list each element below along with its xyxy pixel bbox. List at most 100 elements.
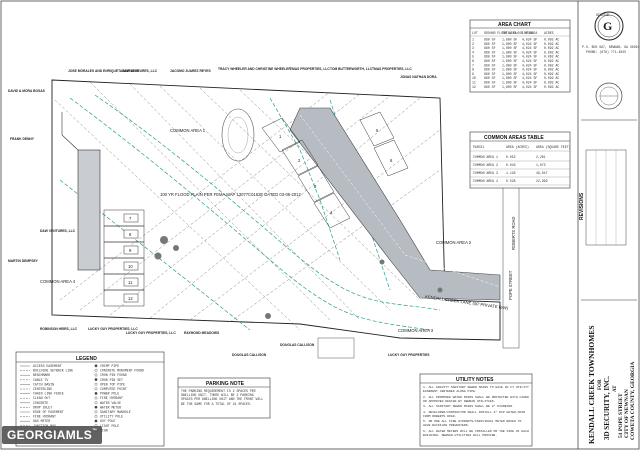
legend-item-label: WATER VALVE — [100, 401, 121, 405]
area-chart-cell: 1 — [472, 38, 474, 42]
common-areas-cell: 1,873 — [536, 163, 546, 167]
area-chart-cell: 4,024 SF — [522, 59, 537, 63]
utility-note-item: 6. ALL WATER METERS WILL BE INSTALLED ON… — [423, 428, 529, 437]
area-chart-cell: 1,800 SF — [502, 59, 517, 63]
area-chart-cell: 1,800 SF — [502, 42, 517, 46]
area-chart-cell: 860 SF — [484, 68, 496, 72]
legend-item-label: LIGHT POLE — [100, 424, 119, 428]
owner-label: DAVID & MORA BOSAS — [8, 89, 46, 93]
common-areas-cell: 1.126 — [506, 171, 516, 175]
owner-label: TOM BUTTERWORTH, LLC — [330, 67, 373, 71]
legend-symbol — [94, 368, 98, 372]
lot-number: 2 — [298, 158, 301, 163]
area-chart-cell: 860 SF — [484, 55, 496, 59]
firm-address: P.O. BOX 967, NEWNAN, GA 30264 — [582, 45, 639, 49]
legend-symbol — [94, 419, 98, 423]
utility-note-item: 4. DEVELOPER/CONTRACTOR SHALL INSTALL 2"… — [423, 409, 526, 418]
area-chart-cell: 0.092 AC — [544, 76, 559, 80]
legend-item-label: JUNCTION BOX — [33, 424, 56, 428]
legend-item-label: CRIMP PIPE — [100, 364, 119, 368]
common-area-3-label: COMMON AREA 3 — [398, 328, 434, 333]
area-chart-cell: 4,024 SF — [522, 85, 537, 89]
owner-label: RAYMOND MEADOWS — [184, 331, 220, 335]
lot-number: 8 — [129, 232, 132, 237]
area-chart-cell: 9 — [472, 72, 474, 76]
legend-item-label: COMPUTED POINT — [100, 387, 127, 391]
area-chart-cell: 12 — [472, 85, 476, 89]
area-chart-header: LOT AREA — [522, 31, 537, 35]
owner-label: ROBINSON HEIRS, LLC — [40, 327, 78, 331]
area-chart-cell: 1,800 SF — [502, 76, 517, 80]
legend-symbol — [94, 396, 98, 400]
lot-number: 4 — [330, 210, 333, 215]
utility-notes-list: 1. ALL GRAVITY SANITARY SEWER MAINS TO H… — [423, 385, 529, 437]
parking-note-box: PARKING NOTE THE PARKING REQUIREMENT IS … — [177, 377, 271, 419]
lot-number: 7 — [129, 216, 132, 221]
left-access-drive — [77, 149, 101, 271]
area-chart-cell: 1,800 SF — [502, 46, 517, 50]
project-city: CITY OF NEWNAN — [624, 389, 630, 438]
watermark-trademark: ™ — [92, 428, 98, 434]
area-chart-cell: 860 SF — [484, 72, 496, 76]
owner-label: TRACY WHEELER AND CHRISTINE WHEELER — [218, 67, 291, 71]
common-areas-cell: 0.043 — [506, 163, 516, 167]
area-chart-header: TOTAL FLOOR AREA — [502, 31, 533, 35]
owner-label: JOSE MORALES AND ENRIQUETA MORALES — [68, 69, 140, 73]
area-chart-cell: 0.092 AC — [544, 81, 559, 85]
owner-label: D&W VENTURES, LLC — [40, 229, 76, 233]
legend-symbol — [94, 405, 98, 409]
detention-pond — [221, 108, 255, 162]
area-chart-cell: 1,800 SF — [502, 63, 517, 67]
firm-phone: PHONE: (678) 771-4825 — [586, 50, 626, 54]
owner-labels-top: DAVID & MORA BOSAS JOSE MORALES AND ENRI… — [8, 67, 437, 93]
property-boundary — [51, 79, 501, 341]
project-street: 51 POPE STREET — [618, 393, 624, 438]
legend-item-label: SANITARY MANHOLE — [100, 410, 131, 414]
lots-left: 7 8 9 10 11 12 — [103, 209, 145, 307]
project-title: KENDALL CREEK TOWNHOMES — [587, 326, 596, 445]
area-chart-cell: 4,024 SF — [522, 81, 537, 85]
legend-symbol — [94, 401, 98, 404]
legend-item-label: BENCHMARK — [33, 373, 50, 377]
area-chart-cell: 10 — [472, 76, 476, 80]
revisions-label: REVISIONS — [579, 192, 585, 220]
area-chart-cell: 860 SF — [484, 63, 496, 67]
area-chart-title: AREA CHART — [498, 22, 531, 28]
common-areas-cell: 2,261 — [536, 155, 546, 159]
detention-pond-inner — [227, 116, 249, 154]
legend-item-label: ACCESS EASEMENT — [33, 364, 62, 368]
project-county: COWETA COUNTY, GEORGIA — [630, 362, 636, 440]
area-chart-cell: 1,800 SF — [502, 68, 517, 72]
area-chart-header: LOT — [472, 31, 478, 35]
legend-item-label: POWER POLE — [100, 392, 119, 396]
legend-item-label: EDGE OF PAVEMENT — [33, 410, 64, 414]
area-chart-cell: 0.092 AC — [544, 42, 559, 46]
legend-item-label: CONCRETE MONUMENT FOUND — [100, 369, 144, 373]
area-chart-header: GROUND FLOOR AREA — [484, 31, 517, 35]
area-chart-cell: 7 — [472, 63, 474, 67]
legend-item-label: CABLE TV — [33, 378, 48, 382]
owner-label: JONAS NATHAN DORA — [400, 75, 437, 79]
common-areas-cell: 0.052 — [506, 155, 516, 159]
legend-item-label: OPEN TOP PIPE — [100, 382, 125, 386]
area-chart-cell: 860 SF — [484, 42, 496, 46]
legend-symbol — [94, 364, 98, 368]
common-areas-title: COMMON AREAS TABLE — [484, 135, 544, 141]
title-block: G GENUINE P.O. BOX 967, NEWNAN, GA 30264… — [577, 1, 639, 449]
area-chart-cell: 1,800 SF — [502, 72, 517, 76]
firm-name: GENUINE — [596, 13, 609, 17]
parking-note-text: THE PARKING REQUIREMENT IS 2 SPACES PER … — [181, 389, 264, 406]
area-chart-cell: 0.092 AC — [544, 85, 559, 89]
legend-title: LEGEND — [76, 356, 97, 362]
flood-note: 100 YR FLOOD PLAIN PER FEMA MAP 13077C01… — [160, 192, 301, 197]
legend-item-label: CHAIN LINK FENCE — [33, 392, 64, 396]
firm-logo-letter: G — [603, 19, 612, 33]
area-chart-cell: 860 SF — [484, 76, 496, 80]
legend-item-label: IRON PIN FOUND — [100, 373, 127, 377]
legend-item-label: DROP INLET — [33, 405, 52, 409]
area-chart-header: ACRES — [544, 31, 554, 35]
parking-note-title: PARKING NOTE — [206, 381, 245, 387]
area-chart-cell: 0.092 AC — [544, 46, 559, 50]
